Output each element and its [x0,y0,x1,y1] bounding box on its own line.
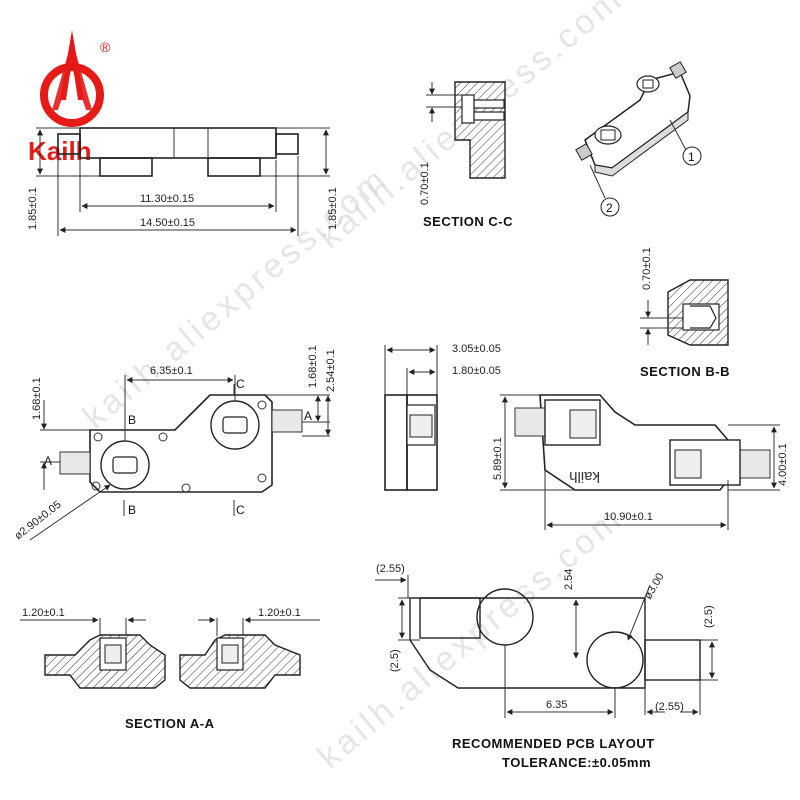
pcb-title: RECOMMENDED PCB LAYOUT [452,736,655,751]
front-mark-b-bottom: B [128,503,136,517]
section-aa-label: SECTION A-A [125,716,215,731]
pcb-tolerance: TOLERANCE:±0.05mm [502,755,651,770]
back-left-height: 5.89±0.1 [492,437,504,480]
iso-view: 1 2 [575,61,702,217]
iso-contact-bottom-icon [594,125,622,145]
logo-ring-icon [40,63,104,127]
section-cc-label: SECTION C-C [423,214,513,229]
side-inner-width: 1.80±0.05 [452,365,501,377]
front-mark-a-left: A [44,454,52,468]
section-bb: 0.70±0.1 SECTION B-B [640,247,730,379]
pcb-top-vertical: 2.54 [563,569,575,590]
top-view-right-height: 1.85±0.1 [327,187,339,230]
front-right-height-a: 1.68±0.1 [307,345,319,388]
pcb-hole-right-icon [586,631,644,689]
iso-callout-2: 2 [606,201,613,215]
registered-mark: ® [100,39,111,55]
front-right-height-b: 2.54±0.1 [325,349,337,392]
front-view: 6.35±0.1 1.68±0.1 1.68±0.1 2.54±0.1 ø2.9… [12,345,337,542]
top-view: 11.30±0.15 14.50±0.15 1.85±0.1 1.85±0.1 [27,127,339,236]
section-aa: 1.20±0.1 1.20±0.1 SECTION A-A [20,607,320,731]
back-right-height: 4.00±0.1 [777,443,789,486]
side-outer-width: 3.05±0.05 [452,343,501,355]
top-view-inner-width: 11.30±0.15 [140,193,194,205]
iso-callout-1: 1 [688,150,695,164]
pcb-pitch: 6.35 [546,699,567,711]
front-mark-b-top: B [128,413,136,427]
front-hole-diameter: ø2.90±0.05 [12,499,63,543]
section-bb-label: SECTION B-B [640,364,730,379]
pcb-hole-diameter: ø3.00 [642,571,666,601]
top-view-left-height: 1.85±0.1 [27,187,39,230]
section-aa-dim-left: 1.20±0.1 [22,607,65,619]
section-aa-dim-right: 1.20±0.1 [258,607,301,619]
pcb-layout: (2.55) 2.54 ø3.00 (2.5) (2.5) 6.35 (2.55… [375,563,718,770]
top-view-outer-width: 14.50±0.15 [140,217,195,229]
brand-name: Kailh [28,136,92,166]
side-view: 3.05±0.05 1.80±0.05 [384,343,501,491]
section-cc-dim: 0.70±0.1 [419,162,431,205]
front-left-height: 1.68±0.1 [31,377,43,420]
back-marking: kailh [569,468,600,485]
front-mark-a-right: A [304,409,312,423]
back-width: 10.90±0.1 [604,511,653,523]
front-mark-c-bottom: C [236,503,245,517]
front-mark-c-top: C [236,377,245,391]
front-pitch: 6.35±0.1 [150,365,193,377]
pcb-bottom-right: (2.55) [655,701,684,713]
pcb-left-vertical: (2.5) [389,649,401,672]
pcb-top-left: (2.55) [376,563,405,575]
back-view: kailh 5.89±0.1 4.00±0.1 10.90±0.1 [492,394,789,530]
pcb-right-vertical: (2.5) [703,605,715,628]
section-bb-dim: 0.70±0.1 [641,247,653,290]
section-cc: 0.70±0.1 SECTION C-C [419,81,513,229]
iso-contact-top-icon [636,75,660,93]
